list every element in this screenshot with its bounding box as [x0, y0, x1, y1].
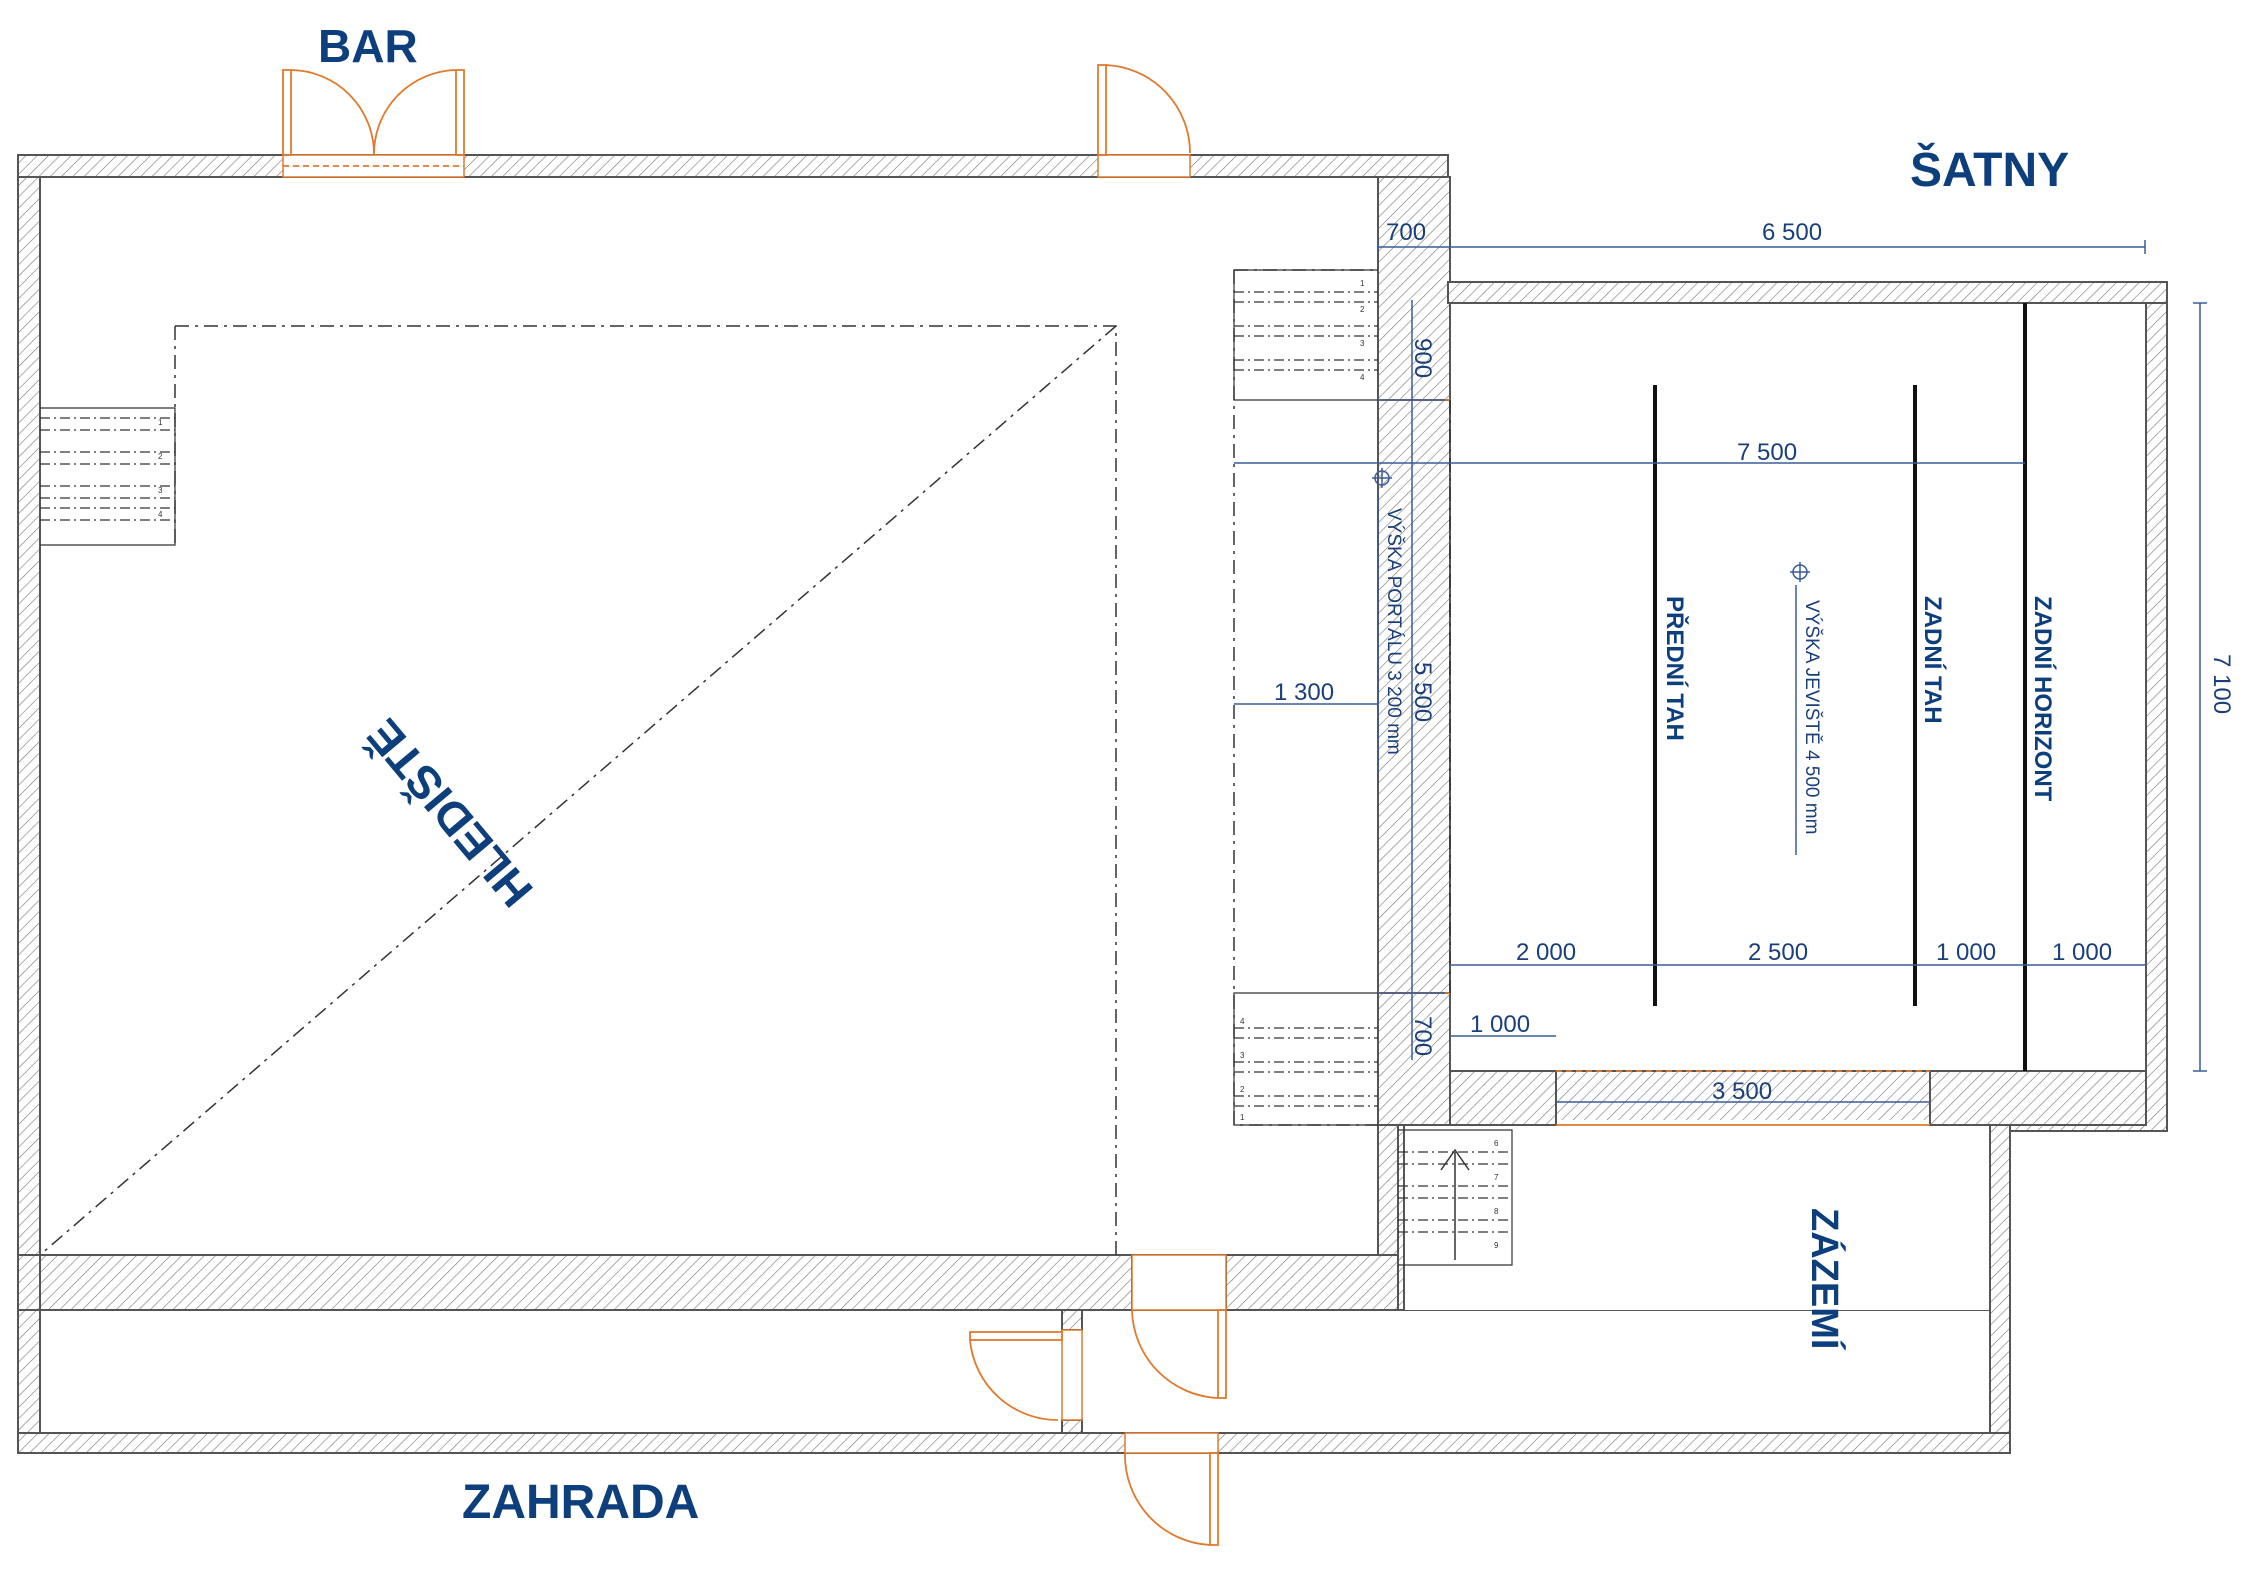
dim-1000-b: 1 000: [2052, 939, 2112, 966]
wall-auditorium-bottom-right: [1225, 1254, 1399, 1311]
dim-1000-a: 1 000: [1936, 939, 1996, 966]
auditorium-bottom-door-swing: [1131, 1309, 1219, 1399]
stage-top-step-4: 4: [1360, 373, 1365, 382]
dim-5500: 5 500: [1409, 662, 1436, 722]
rear-step-6: 6: [1494, 1139, 1499, 1148]
corridor-room: [39, 1309, 2003, 1434]
dimension-labels: 700 6 500 900 7 500 1 300 5 500 7 100 2 …: [1274, 219, 2235, 1105]
dim-900: 900: [1409, 338, 1436, 378]
bar-door-leaf-right: [455, 69, 465, 156]
top-door-leaf: [1097, 64, 1107, 156]
bar-door-swing-left: [290, 69, 375, 155]
wall-corridor-bottom: [17, 1432, 2011, 1454]
label-predni-tah: PŘEDNÍ TAH: [1661, 596, 1689, 741]
rear-stair-outline: [1398, 1129, 1513, 1266]
room-label-bar: BAR: [318, 20, 418, 72]
corridor-door-swing: [969, 1339, 1059, 1421]
wall-stage-top: [1447, 281, 2168, 304]
dim-7100: 7 100: [2208, 654, 2235, 714]
label-zadni-horizont: ZADNÍ HORIZONT: [2029, 596, 2057, 802]
rear-step-7: 7: [1494, 1173, 1499, 1182]
stage-top-step-1: 1: [1360, 279, 1365, 288]
portal-height-note: VÝŠKA PORTÁLU 3 200 mm: [1383, 508, 1405, 755]
stage-bottom-step-4: 4: [1240, 1017, 1245, 1026]
wall-stage-bottom-right: [1929, 1070, 2147, 1126]
left-step-4: 4: [158, 510, 163, 519]
stage-top-stair-outline: [1233, 269, 1378, 401]
auditorium-bottom-door-opening: [1131, 1254, 1227, 1311]
top-door-opening: [1097, 154, 1191, 178]
stair-room: [1398, 1120, 1990, 1280]
stage-bottom-stair-outline: [1233, 992, 1378, 1126]
wall-auditorium-bottom: [39, 1254, 1133, 1311]
seating-diagonal: [39, 325, 1117, 1256]
room-label-zahrada: ZAHRADA: [462, 1476, 699, 1529]
rear-step-9: 9: [1494, 1241, 1499, 1250]
stage-room: [1449, 302, 2147, 1072]
bar-door-leaf-left: [282, 69, 292, 156]
wall-corridor-left: [17, 1309, 41, 1434]
dim-2000: 2 000: [1516, 939, 1576, 966]
top-door-swing: [1105, 64, 1191, 154]
wall-rear-stair-left: [1397, 1124, 1405, 1311]
room-label-zazemi: ZÁZEMÍ: [1803, 1208, 1847, 1351]
stair-arrow-head-icon: [1440, 1148, 1470, 1171]
dim-700-bottom: 700: [1409, 1016, 1436, 1056]
stage-top-step-3: 3: [1360, 339, 1365, 348]
stage-bottom-step-3: 3: [1240, 1051, 1245, 1060]
doors: [282, 64, 1930, 1546]
dim-2500: 2 500: [1748, 939, 1808, 966]
auditorium-room: [39, 176, 1379, 1256]
dim-6500: 6 500: [1762, 219, 1822, 246]
dimension-lines: [1234, 240, 2207, 1103]
left-step-1: 1: [158, 418, 163, 427]
stairs: 1 2 3 4 1 2 3 4 4 3 2 1 6: [40, 269, 1513, 1266]
left-step-2: 2: [158, 452, 163, 461]
stage-height-note: VÝŠKA JEVIŠTĚ 4 500 mm: [1801, 600, 1823, 834]
garden-door-swing: [1124, 1452, 1211, 1546]
corridor-door-leaf: [969, 1331, 1063, 1341]
rear-step-8: 8: [1494, 1207, 1499, 1216]
room-label-satny: ŠATNY: [1910, 142, 2069, 197]
stage-battens: [1653, 303, 2027, 1071]
dim-1000-c: 1 000: [1470, 1011, 1530, 1038]
dim-3500: 3 500: [1712, 1078, 1772, 1105]
wall-stage-bottom-left: [1449, 1070, 1557, 1126]
wall-auditorium-left: [17, 154, 41, 1256]
bar-door-swing-right: [373, 69, 457, 155]
garden-door-leaf: [1209, 1452, 1219, 1546]
wall-auditorium-top: [17, 154, 1449, 178]
auditorium-bottom-door-leaf: [1217, 1309, 1227, 1399]
dim-7500: 7 500: [1737, 439, 1797, 466]
label-zadni-tah: ZADNÍ TAH: [1919, 596, 1947, 724]
stage-bottom-step-2: 2: [1240, 1085, 1245, 1094]
left-step-3: 3: [158, 486, 163, 495]
corridor-door-opening: [1061, 1329, 1083, 1421]
left-stair-outline: [40, 407, 176, 546]
dim-1300: 1 300: [1274, 679, 1334, 706]
stage-top-step-2: 2: [1360, 305, 1365, 314]
wall-backstage-right: [1989, 1124, 2011, 1454]
wall-stage-left-bottom: [1377, 992, 1451, 1126]
stage-bottom-step-1: 1: [1240, 1113, 1245, 1122]
dim-700-top: 700: [1386, 219, 1426, 246]
garden-door-opening: [1124, 1432, 1219, 1454]
